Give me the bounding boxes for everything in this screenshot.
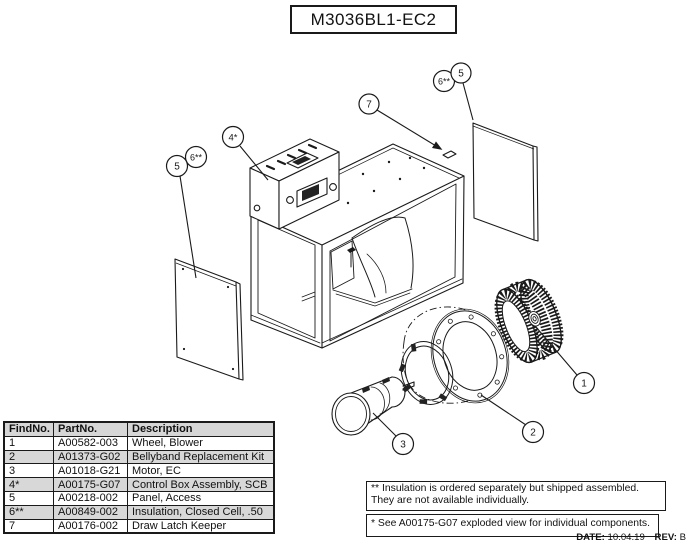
table-cell: Bellyband Replacement Kit [127,449,275,465]
date-value: 10.04.19 [607,532,645,543]
footer-date-rev: DATE: 10.04.19 REV: B [576,532,686,543]
note-insulation-line1: ** Insulation is ordered separately but … [371,483,640,494]
rev-label: REV: [654,532,677,543]
inlet-ring [430,308,510,404]
top-face-screws [346,156,426,205]
table-cell: 1 [3,435,54,451]
table-cell: Panel, Access [127,490,275,506]
table-cell: 5 [3,490,54,506]
table-cell: 3 [3,463,54,479]
column-header: FindNo. [3,421,54,437]
table-cell: 7 [3,518,54,534]
wheel-hub [528,311,541,327]
svg-text:6**: 6** [438,77,451,87]
rev-value: B [679,532,686,543]
table-cell: 4* [3,477,54,492]
leader-left-panel [179,175,197,279]
callout-balloon-6-left: 6** [184,145,208,169]
cabinet-drawing [250,143,465,349]
blower-housing-interior [301,216,414,307]
table-cell: A00175-G07 [53,477,128,492]
svg-text:4*: 4* [229,133,238,144]
table-cell: A01373-G02 [53,449,128,465]
leader-wheel [535,326,578,376]
svg-text:7: 7 [366,100,372,111]
callout-balloons: 4* 6** 5 7 6** 5 1 2 [165,62,596,456]
callout-balloon-5-left: 5 [165,154,189,178]
date-label: DATE: [576,532,605,543]
leader-latch [376,109,443,150]
svg-text:2: 2 [530,428,536,439]
column-header: Description [127,421,275,437]
leader-lines [179,82,578,438]
callout-balloon-7: 7 [358,93,380,115]
vent-slots [265,143,318,171]
table-cell: Motor, EC [127,463,275,479]
svg-text:6**: 6** [190,153,203,163]
leader-control-box [239,145,269,181]
table-cell: 2 [3,449,54,465]
control-box-drawing [249,138,340,230]
leader-bellyband [480,394,527,426]
svg-text:5: 5 [458,69,464,80]
right-access-panel-drawing [472,122,539,242]
table-cell: A00176-002 [53,518,128,534]
bellyband-clamp [398,341,454,405]
svg-text:5: 5 [174,162,180,173]
table-cell: A00582-003 [53,435,128,451]
drawing-title: M3036BL1-EC2 [290,5,457,34]
motor-drawing [331,376,415,436]
table-cell: 6** [3,504,54,520]
table-cell: Draw Latch Keeper [127,518,275,534]
table-cell: A00849-002 [53,504,128,520]
callout-balloon-5-right: 5 [450,62,472,84]
callout-balloon-1: 1 [572,371,596,395]
parts-table-head-row: FindNo.PartNo.Description [3,421,275,437]
draw-latch-keeper [442,150,457,159]
svg-text:1: 1 [581,379,587,390]
table-cell: A00218-002 [53,490,128,506]
bellyband-kit-drawing [398,306,510,405]
table-cell: Control Box Assembly, SCB [127,477,275,492]
callout-balloon-2: 2 [521,420,545,444]
blower-wheel-drawing [494,278,564,364]
table-cell: Wheel, Blower [127,435,275,451]
note-insulation-line2: They are not available individually. [371,495,530,507]
table-cell: Insulation, Closed Cell, .50 [127,504,275,520]
note-exploded-view: * See A00175-G07 exploded view for indiv… [366,514,659,537]
table-cell: A01018-G21 [53,463,128,479]
leader-motor [372,412,398,438]
callout-balloon-4: 4* [221,125,245,149]
left-access-panel-drawing [174,258,244,381]
note-insulation: ** Insulation is ordered separately but … [366,481,666,511]
column-header: PartNo. [53,421,128,437]
callout-balloon-3: 3 [391,432,415,456]
leader-right-panel [462,82,474,121]
svg-text:3: 3 [400,440,406,451]
